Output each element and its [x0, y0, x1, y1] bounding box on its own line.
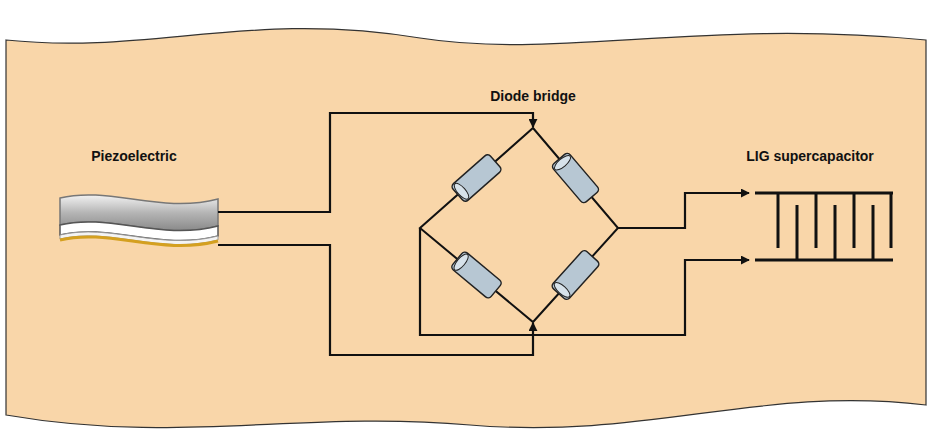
diode-bridge: [420, 128, 618, 322]
diode-symbol: [450, 153, 502, 203]
substrate-sheet: [6, 29, 926, 428]
diode-symbol: [551, 249, 601, 301]
piezoelectric-element: [60, 195, 218, 246]
wire: [218, 113, 749, 355]
diode-symbol: [551, 152, 600, 204]
component-label: LIG supercapacitor: [746, 148, 874, 165]
component-label: Piezoelectric: [91, 148, 177, 165]
supercapacitor-electrodes: [755, 193, 893, 260]
component-label: Diode bridge: [490, 88, 576, 105]
diode-symbol: [450, 251, 502, 300]
